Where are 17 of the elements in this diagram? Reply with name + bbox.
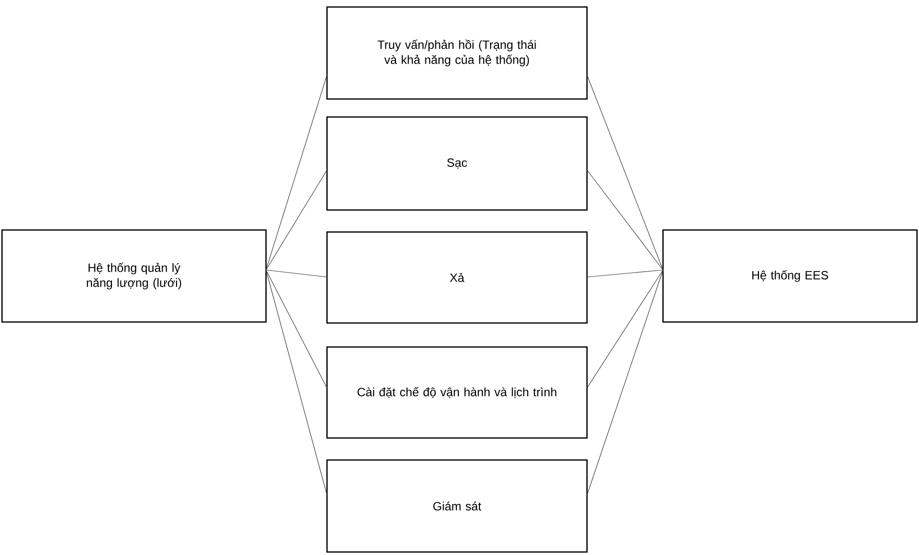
connector-line: [586, 74, 664, 270]
process-box: Truy vấn/phản hồi (Trạng thái và khả năng của hệ thống): [326, 6, 588, 100]
connector-line: [586, 270, 664, 496]
connector-line: [586, 270, 664, 278]
connector-line: [266, 270, 328, 388]
connector-line: [586, 270, 664, 388]
process-box: Xả: [326, 231, 588, 324]
process-box: Sạc: [326, 116, 588, 211]
connector-line: [266, 170, 328, 270]
connector-line: [266, 270, 328, 278]
process-box: Giám sát: [326, 459, 588, 553]
process-box: Hệ thống EES: [662, 229, 918, 323]
connector-line: [266, 270, 328, 496]
process-box: Hệ thống quản lý năng lượng (lưới): [1, 229, 267, 323]
process-box: Cài đặt chế độ vận hành và lịch trình: [326, 346, 588, 439]
connector-line: [586, 170, 664, 270]
connector-line: [266, 74, 328, 270]
